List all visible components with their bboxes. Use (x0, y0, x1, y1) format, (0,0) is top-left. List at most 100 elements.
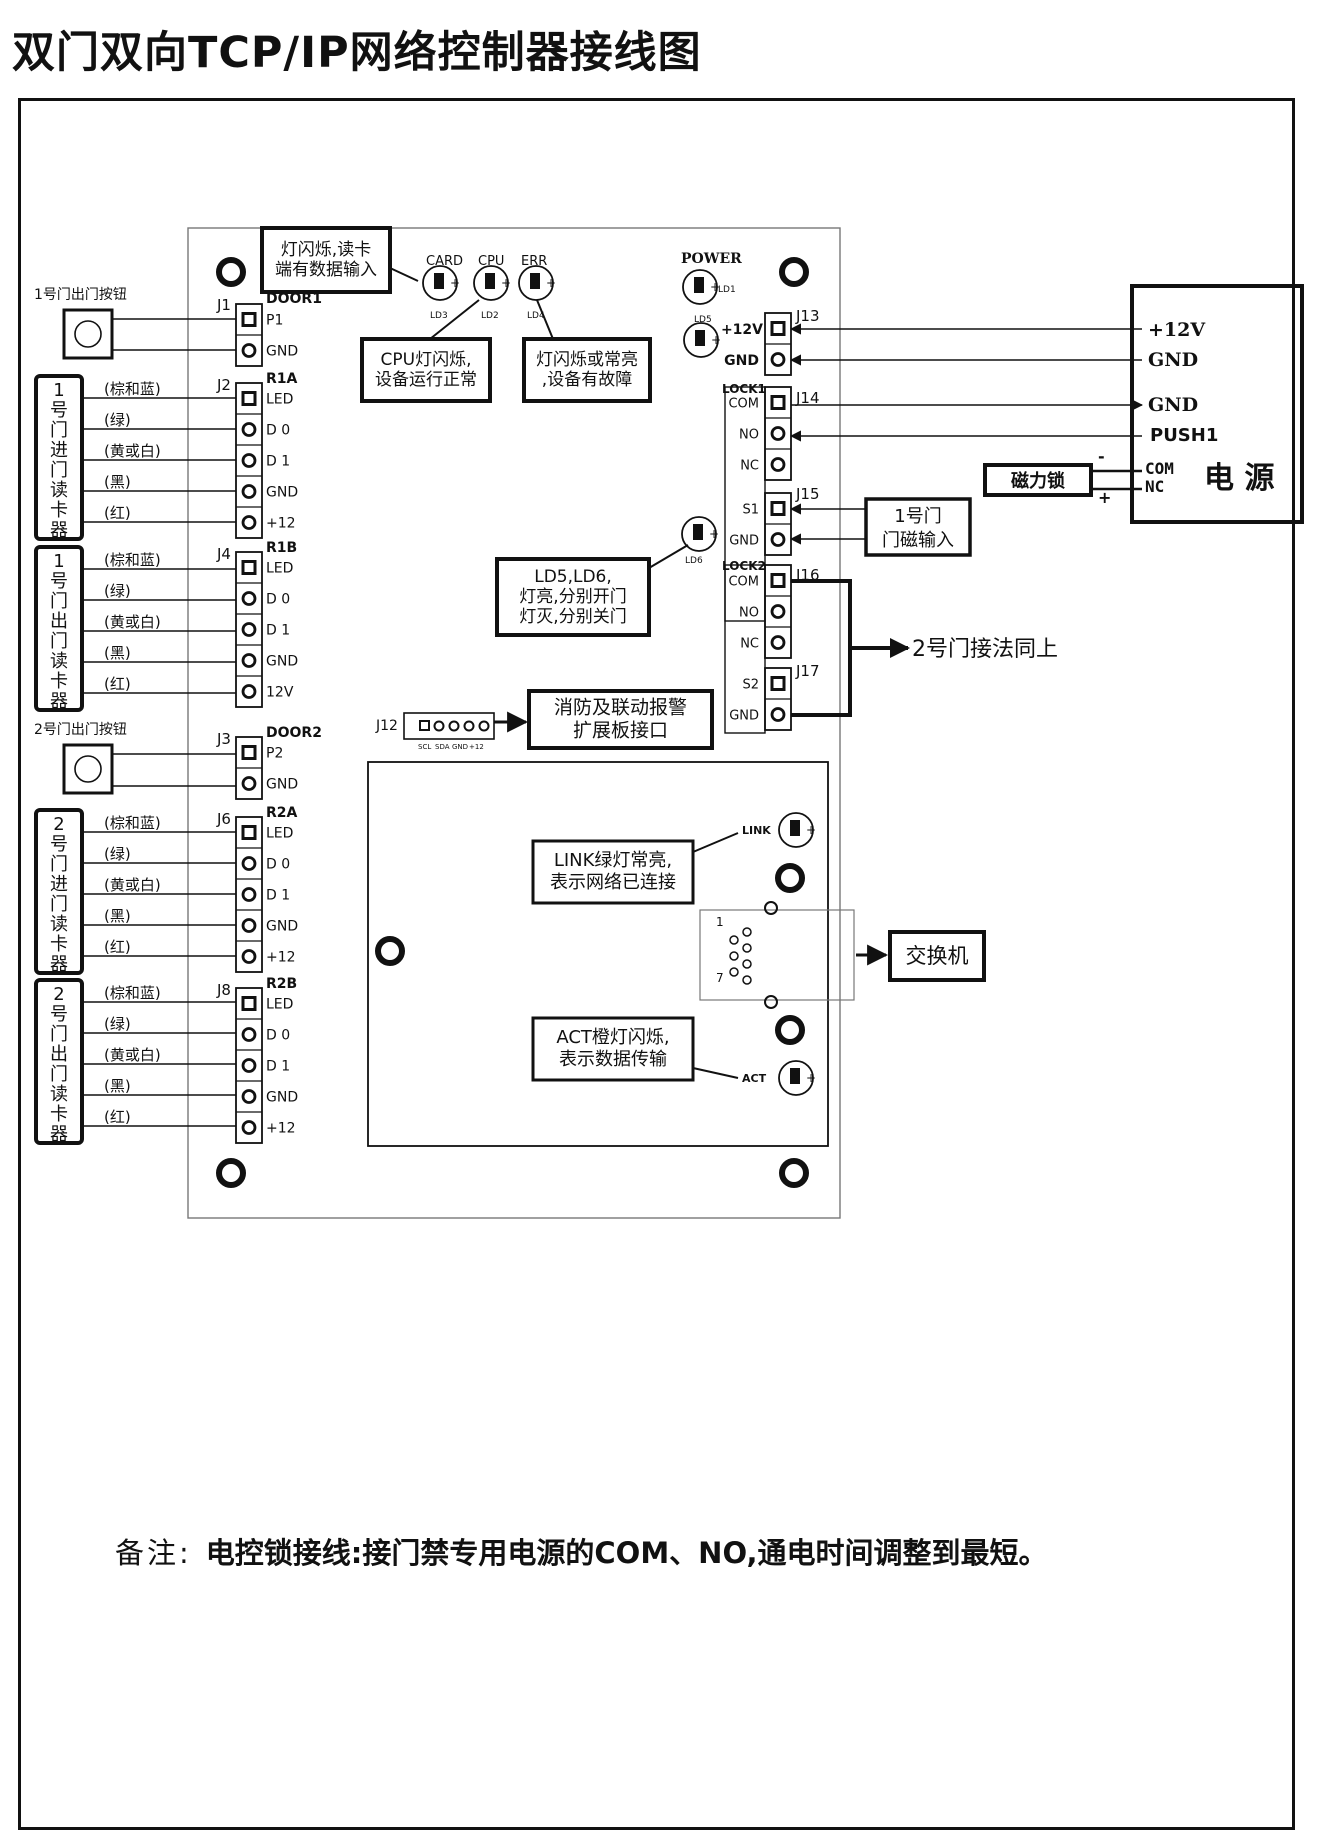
pin-label: LED (266, 561, 293, 577)
pin-hole (241, 684, 257, 699)
callout-pointer (648, 544, 689, 569)
card-reader-char: 门 (50, 591, 68, 612)
j12-pin-label: SDA (435, 743, 450, 751)
pin-square (770, 395, 786, 410)
callout-pointer (389, 267, 419, 282)
mounting-hole-bl (216, 1158, 246, 1188)
exit-button-label: 2号门出门按钮 (34, 722, 127, 738)
card-reader-char: 号 (50, 1004, 68, 1025)
pin-label: NO (739, 606, 759, 621)
connector-group: DOOR1 (266, 291, 322, 307)
led-link (778, 812, 814, 848)
pin-hole (241, 591, 257, 606)
pin-hole (241, 949, 257, 964)
led-label: LINK (742, 824, 771, 837)
magnetic-lock-label: 磁力锁 (1011, 470, 1065, 492)
wire-color-label: (红) (104, 938, 131, 956)
pin-hole (241, 1089, 257, 1104)
exit-button-label: 1号门出门按钮 (34, 287, 127, 303)
pin-hole (241, 515, 257, 530)
led-body (530, 273, 540, 289)
connector-name: J1 (216, 296, 231, 314)
pin-hole (241, 1058, 257, 1073)
led-cpu (473, 265, 509, 301)
card-reader-char: 进 (50, 440, 68, 461)
led-body (790, 820, 800, 836)
pin-label: D 1 (266, 1059, 290, 1075)
card-reader-char: 门 (50, 460, 68, 481)
pin-hole (241, 856, 257, 871)
pin-label: NO (739, 428, 759, 443)
card-reader-char: 读 (50, 480, 68, 501)
callout-line: 灯灭,分别关门 (519, 607, 626, 627)
card-reader-char: 读 (50, 651, 68, 672)
connector-group: R1B (266, 540, 297, 556)
wire-color-label: (绿) (104, 582, 131, 600)
lock-polarity: + (1098, 488, 1111, 507)
led-id: LD1 (718, 285, 736, 295)
connector-name: J17 (795, 662, 820, 680)
callout-line: 扩展板接口 (573, 720, 668, 742)
led-body (695, 330, 705, 346)
callout-pointer (536, 299, 554, 340)
pin-label: GND (266, 1090, 298, 1106)
pin-label: 12V (266, 685, 294, 701)
pin-label: P1 (266, 313, 283, 329)
pin-label: +12V (721, 322, 763, 338)
note-text: 电控锁接线:接门禁专用电源的COM、NO,通电时间调整到最短。 (205, 1536, 1048, 1570)
card-reader-char: 卡 (50, 500, 68, 521)
callout-line: ACT橙灯闪烁, (556, 1027, 669, 1048)
led-label: CPU (478, 254, 504, 269)
wire-color-label: (红) (104, 504, 131, 522)
power-terminal: +12V (1148, 319, 1206, 341)
exit-button (62, 743, 114, 795)
pin-label: GND (266, 919, 298, 935)
pin-hole (770, 635, 786, 650)
rj45-pin (729, 935, 739, 945)
door1-sensor-box (864, 497, 972, 557)
led-card (422, 265, 458, 301)
connector-name: J16 (795, 566, 820, 584)
card-reader-char: 读 (50, 1084, 68, 1105)
pin-label: D 0 (266, 857, 290, 873)
led-act (778, 1060, 814, 1096)
rj45-mount (764, 901, 778, 915)
led-polarity: + (711, 333, 721, 347)
wire-color-label: (黑) (104, 1077, 131, 1095)
callout-line: CPU灯闪烁, (381, 350, 472, 370)
door2-label: 2号门接法同上 (912, 637, 1058, 662)
callout-line: 灯亮,分别开门 (519, 587, 626, 607)
lock-polarity: - (1098, 447, 1105, 466)
connector-name: J15 (795, 485, 820, 503)
card-reader-box (34, 374, 84, 541)
pin-hole (770, 457, 786, 472)
wire-color-label: (黑) (104, 644, 131, 662)
wire-color-label: (绿) (104, 1015, 131, 1033)
wire-color-label: (绿) (104, 411, 131, 429)
card-reader-box (34, 545, 84, 712)
connector-name: J8 (216, 981, 231, 999)
pin-hole (241, 453, 257, 468)
callout-line: 灯闪烁或常亮 (536, 350, 638, 370)
pin-label: GND (266, 654, 298, 670)
card-reader-char: 卡 (50, 934, 68, 955)
pin-label: P2 (266, 746, 283, 762)
magnetic-lock (983, 463, 1093, 497)
pin-square (770, 573, 786, 588)
wire-color-label: (黄或白) (104, 613, 161, 631)
wire-color-label: (红) (104, 1108, 131, 1126)
wire-color-label: (绿) (104, 845, 131, 863)
exit-button (62, 308, 114, 360)
note: 备注:电控锁接线:接门禁专用电源的COM、NO,通电时间调整到最短。 (115, 1530, 1047, 1572)
led-body (694, 277, 704, 293)
exit-button-face (74, 320, 102, 348)
card-reader-box (34, 978, 84, 1145)
callout-act (531, 1016, 695, 1082)
led-body (485, 273, 495, 289)
pin-label: S1 (742, 503, 759, 518)
pin-square (241, 391, 257, 406)
power-terminal: NC (1145, 477, 1164, 496)
rj45-pin-label: 7 (716, 971, 724, 985)
j12-pin-label: SCL (418, 743, 431, 751)
led-polarity: + (546, 276, 556, 290)
